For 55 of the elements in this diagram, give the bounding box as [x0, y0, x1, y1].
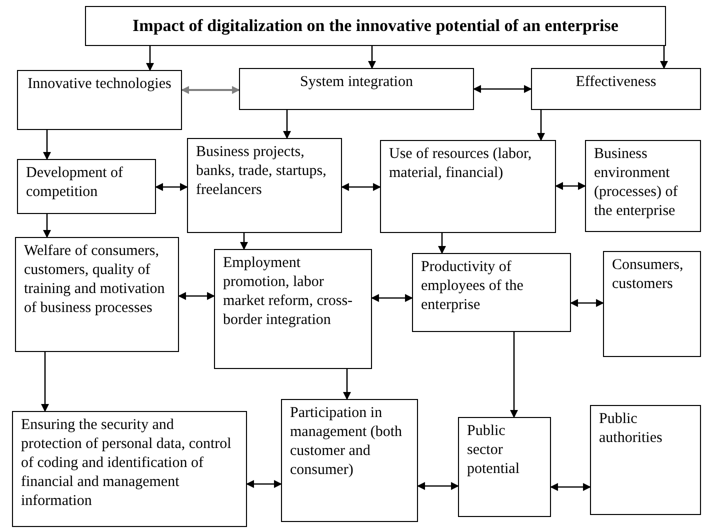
arrow [341, 183, 381, 191]
arrow [246, 480, 282, 488]
arrow [178, 292, 215, 300]
arrow [438, 233, 446, 254]
concept-box [17, 70, 182, 130]
arrow [146, 46, 154, 71]
concept-box [380, 140, 556, 233]
box-text: Productivity of employees of the enterprise [421, 258, 524, 315]
box-text: Effectiveness [574, 73, 658, 92]
arrow [43, 214, 51, 238]
arrow [155, 183, 188, 191]
concept-box [239, 68, 474, 110]
arrow [240, 233, 248, 250]
concept-box [17, 159, 156, 214]
concept-box [214, 249, 372, 369]
arrow [41, 352, 49, 412]
arrow [368, 46, 376, 69]
box-text: Employment promotion, labor market reform, cross-border integration [223, 254, 354, 330]
concept-box [12, 411, 247, 527]
arrow [343, 369, 351, 400]
concept-box [281, 399, 418, 522]
box-text: Business projects, banks, trade, startups, freelancers [196, 143, 328, 200]
arrow [181, 86, 240, 94]
box-text: Welfare of consumers, customers, quality of training and motivation of business processes [24, 242, 166, 318]
arrow [417, 482, 459, 490]
arrow [371, 294, 413, 302]
box-text: Public sector potential [467, 422, 520, 479]
box-text: Development of competition [26, 164, 124, 202]
arrow [660, 46, 668, 69]
arrow [570, 299, 604, 307]
concept-box [585, 140, 701, 232]
concept-box [590, 405, 701, 515]
title-box [85, 6, 666, 46]
arrow [510, 332, 518, 418]
arrow [43, 130, 51, 160]
arrow [555, 182, 586, 190]
box-text: Business environment (processes) of the enterprise [594, 145, 679, 221]
concept-box [15, 237, 179, 352]
concept-box [412, 253, 571, 332]
arrow [550, 483, 591, 491]
box-text: Impact of digitalization on the innovative potential of an enterprise [132, 16, 620, 35]
box-text: Innovative technologies [26, 75, 172, 94]
box-text: System integration [299, 73, 414, 92]
box-text: Use of resources (labor, material, financial) [389, 145, 533, 183]
box-text: Consumers, customers [612, 256, 684, 294]
concept-box [458, 417, 551, 517]
concept-box [531, 68, 701, 110]
box-text: Participation in management (both customer and consumer) [290, 404, 404, 480]
arrow [283, 110, 291, 139]
box-text: Public authorities [599, 410, 664, 448]
arrow [537, 110, 545, 141]
box-text: Ensuring the security and protection of personal data, control of coding and identification of financial and management information [21, 416, 232, 511]
concept-box [603, 251, 701, 357]
arrow [473, 85, 532, 93]
concept-box [187, 138, 342, 233]
